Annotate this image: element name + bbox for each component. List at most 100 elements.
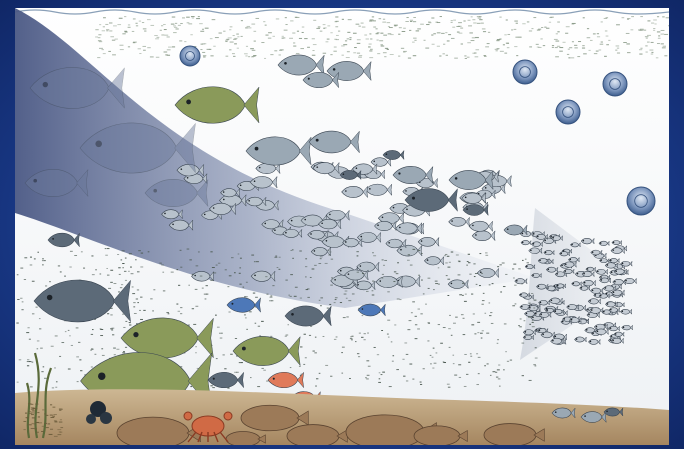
plankton-speck (110, 314, 112, 315)
plankton-speck (478, 357, 481, 358)
plankton-speck (272, 285, 274, 286)
plankton-speck (473, 263, 475, 264)
plankton-speck (139, 310, 141, 311)
plankton-speck (221, 333, 223, 334)
plankton-speck (489, 302, 491, 303)
plankton-speck (410, 265, 413, 266)
plankton-speck (119, 274, 121, 275)
plankton-speck (590, 40, 593, 41)
plankton-speck (451, 252, 453, 253)
plankton-speck (152, 310, 154, 311)
plankton-speck (114, 354, 116, 355)
plankton-speck (467, 261, 469, 262)
plankton-speck (656, 57, 659, 58)
plankton-speck (541, 27, 543, 28)
plankton-speck (578, 41, 581, 42)
plankton-speck (30, 257, 32, 258)
plankton-speck (651, 52, 653, 53)
plankton-speck (300, 346, 303, 347)
plankton-speck (232, 53, 235, 54)
plankton-speck (128, 24, 130, 25)
plankton-speck (534, 300, 537, 301)
plankton-speck (473, 22, 476, 23)
plankton-speck (569, 47, 572, 48)
plankton-speck (117, 24, 121, 25)
plankton-speck (31, 409, 34, 410)
plankton-speck (638, 29, 641, 30)
plankton-speck (31, 414, 34, 415)
plankton-speck (372, 281, 374, 282)
plankton-speck (476, 284, 478, 285)
plankton-speck (387, 22, 391, 23)
plankton-speck (247, 27, 251, 28)
plankton-speck (292, 249, 294, 250)
plankton-speck (161, 25, 163, 26)
plankton-speck (270, 336, 272, 337)
plankton-speck (397, 262, 399, 263)
plankton-speck (522, 23, 525, 24)
plankton-speck (246, 329, 248, 330)
plankton-speck (91, 334, 93, 335)
plankton-speck (406, 354, 409, 355)
plankton-speck (474, 333, 476, 334)
plankton-speck (112, 334, 114, 335)
plankton-speck (233, 39, 236, 40)
plankton-speck (141, 253, 143, 254)
plankton-speck (627, 18, 630, 19)
plankton-speck (357, 353, 359, 354)
plankton-speck (137, 302, 139, 303)
plankton-speck (522, 260, 524, 261)
plankton-speck (463, 318, 465, 319)
plankton-speck (373, 255, 376, 256)
plankton-speck (362, 27, 366, 28)
plankton-speck (615, 50, 617, 51)
plankton-speck (535, 347, 537, 348)
plankton-speck (577, 56, 580, 57)
plankton-speck (499, 17, 501, 18)
plankton-speck (537, 47, 540, 48)
plankton-speck (114, 283, 117, 284)
plankton-speck (245, 317, 247, 318)
plankton-speck (27, 359, 29, 360)
plankton-speck (601, 42, 603, 43)
plankton-speck (290, 296, 292, 297)
plankton-speck (180, 313, 182, 314)
plankton-speck (464, 301, 467, 302)
plankton-speck (451, 38, 455, 39)
plankton-speck (513, 277, 515, 278)
plankton-speck (186, 17, 190, 18)
plankton-speck (379, 18, 382, 19)
plankton-speck (397, 298, 400, 299)
plankton-speck (358, 57, 362, 58)
plankton-speck (376, 40, 378, 41)
plankton-speck (59, 422, 63, 423)
plankton-speck (349, 39, 351, 40)
plankton-speck (343, 317, 346, 318)
plankton-speck (399, 27, 402, 28)
plankton-speck (366, 378, 369, 379)
plankton-speck (393, 355, 395, 356)
plankton-speck (471, 294, 473, 295)
plankton-speck (212, 267, 215, 268)
plankton-speck (230, 26, 233, 27)
plankton-speck (60, 432, 63, 433)
plankton-speck (490, 312, 492, 313)
plankton-speck (35, 404, 39, 405)
plankton-speck (356, 251, 358, 252)
plankton-speck (200, 49, 202, 50)
plankton-speck (432, 357, 434, 358)
plankton-speck (597, 33, 599, 34)
plankton-speck (65, 331, 67, 332)
plankton-speck (124, 31, 127, 32)
plankton-speck (285, 17, 287, 18)
plankton-speck (249, 311, 252, 312)
plankton-speck (531, 293, 533, 294)
plankton-speck (651, 42, 654, 43)
plankton-speck (362, 315, 364, 316)
plankton-speck (364, 333, 366, 334)
plankton-speck (647, 35, 651, 36)
plankton-speck (372, 252, 374, 253)
plankton-speck (199, 23, 203, 24)
plankton-speck (468, 362, 470, 363)
plankton-speck (388, 26, 390, 27)
